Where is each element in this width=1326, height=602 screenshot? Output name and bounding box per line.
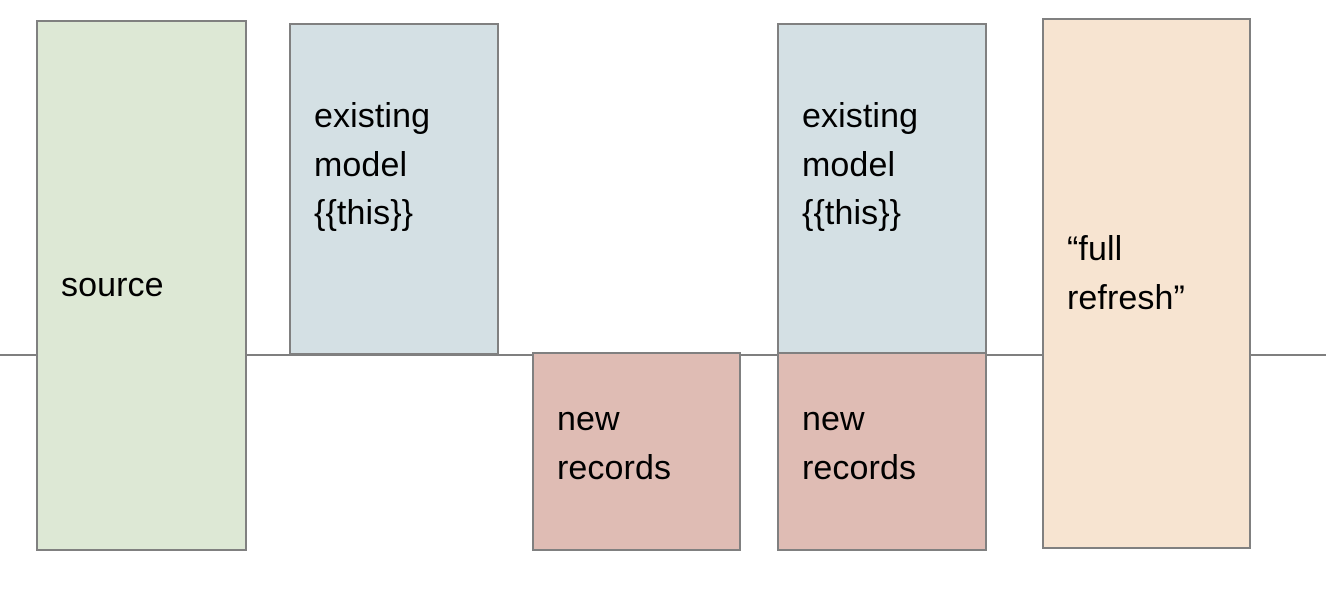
box-source[interactable]: source (36, 20, 247, 551)
box-new-records-2[interactable]: new records (777, 352, 987, 551)
box-source-label: source (61, 266, 164, 305)
box-existing-model-1-label: existing model {{this}} (314, 96, 431, 233)
box-new-records-1[interactable]: new records (532, 352, 741, 551)
box-new-records-2-label: new records (802, 399, 917, 487)
box-full-refresh-label: “full refresh” (1067, 229, 1185, 317)
box-full-refresh[interactable]: “full refresh” (1042, 18, 1251, 549)
box-existing-model-2[interactable]: existing model {{this}} (777, 23, 987, 355)
box-existing-model-2-label: existing model {{this}} (802, 96, 919, 233)
box-existing-model-1[interactable]: existing model {{this}} (289, 23, 499, 355)
box-new-records-1-label: new records (557, 399, 672, 487)
